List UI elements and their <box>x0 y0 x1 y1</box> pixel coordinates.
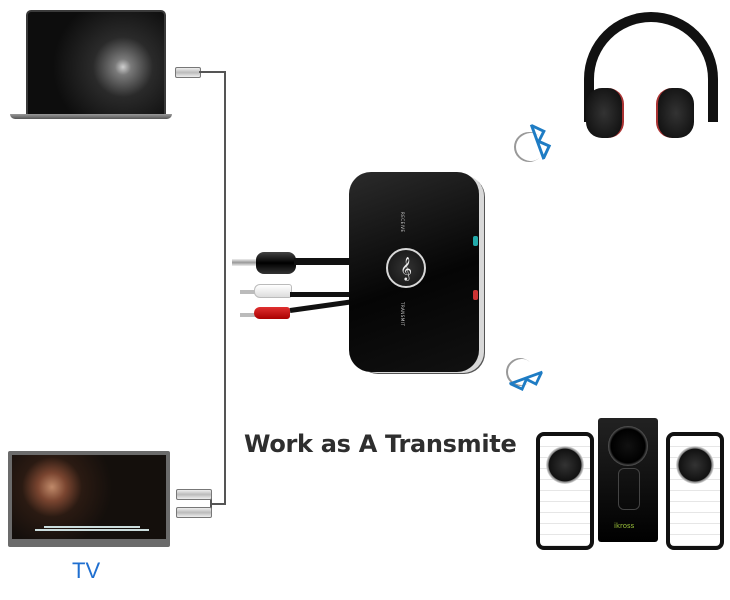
headphones-left-cup <box>586 88 624 138</box>
tv-screen <box>12 455 166 539</box>
speaker-brand: ikross <box>614 522 635 530</box>
aux-plug-tip <box>232 259 258 266</box>
speaker-left <box>536 432 594 550</box>
rca-white-plug <box>254 284 292 298</box>
speaker-cone <box>676 446 714 484</box>
tv-subtitles <box>32 525 152 533</box>
port-teal <box>473 236 478 246</box>
tv <box>8 451 170 547</box>
headphones-right-cup <box>656 88 694 138</box>
subwoofer-cone <box>608 426 648 466</box>
laptop-aux-plug <box>175 67 201 78</box>
laptop-screen <box>26 10 166 118</box>
treble-clef-icon[interactable]: 𝄞 <box>386 248 426 288</box>
wire <box>210 494 212 512</box>
subwoofer: ikross <box>598 418 658 542</box>
speaker-cone <box>546 446 584 484</box>
tv-label: TV <box>72 558 101 583</box>
rca-red-plug <box>254 307 290 319</box>
wire-vertical <box>224 71 226 504</box>
aux-cable <box>294 258 352 265</box>
rca-cable <box>289 299 352 313</box>
laptop-base <box>10 114 172 119</box>
bluetooth-device: RECEIVE 𝄞 TRANSMIT <box>349 172 479 372</box>
tv-rca-plug <box>176 507 212 518</box>
wire <box>199 71 225 73</box>
wire <box>210 503 226 505</box>
aux-plug <box>256 252 296 274</box>
speaker-right <box>666 432 724 550</box>
port-red <box>473 290 478 300</box>
tv-rca-plug <box>176 489 212 500</box>
rca-cable <box>290 292 352 297</box>
transmit-label: TRANSMIT <box>400 302 405 327</box>
receive-label: RECEIVE <box>400 212 405 233</box>
headphones-band <box>584 12 718 122</box>
diagram-title: Work as A Transmite <box>244 430 517 458</box>
rca-white-tip <box>240 290 256 294</box>
subwoofer-controls <box>618 468 640 510</box>
rca-red-tip <box>240 313 256 317</box>
